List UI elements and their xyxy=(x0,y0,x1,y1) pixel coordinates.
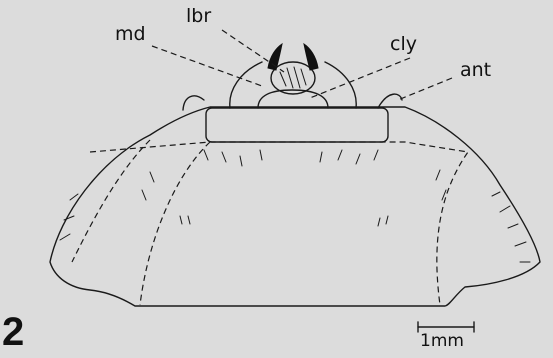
clypeal-plate xyxy=(206,108,388,142)
setae xyxy=(60,150,530,262)
antenna-left xyxy=(183,96,204,110)
clypeus xyxy=(258,90,328,108)
lateral-dashed-left xyxy=(72,140,150,262)
labrum-hatching xyxy=(280,67,306,88)
label-ant: ant xyxy=(460,59,491,81)
scale-bar-label: 1mm xyxy=(420,331,464,351)
leader-md xyxy=(152,46,262,86)
labrum xyxy=(271,62,315,94)
leader-cly xyxy=(310,58,410,98)
label-md: md xyxy=(115,23,146,45)
antenna-right xyxy=(378,94,402,108)
frons-dashed-left xyxy=(140,142,210,305)
label-cly: cly xyxy=(390,33,417,55)
mandible-right xyxy=(304,44,318,70)
label-lbr: lbr xyxy=(186,5,211,27)
mouthpart-outline xyxy=(230,62,356,108)
leader-ant xyxy=(398,78,452,100)
figure-number: 2 xyxy=(2,310,24,354)
head-capsule-outline xyxy=(50,107,540,306)
frons-dashed-outline xyxy=(90,142,468,305)
